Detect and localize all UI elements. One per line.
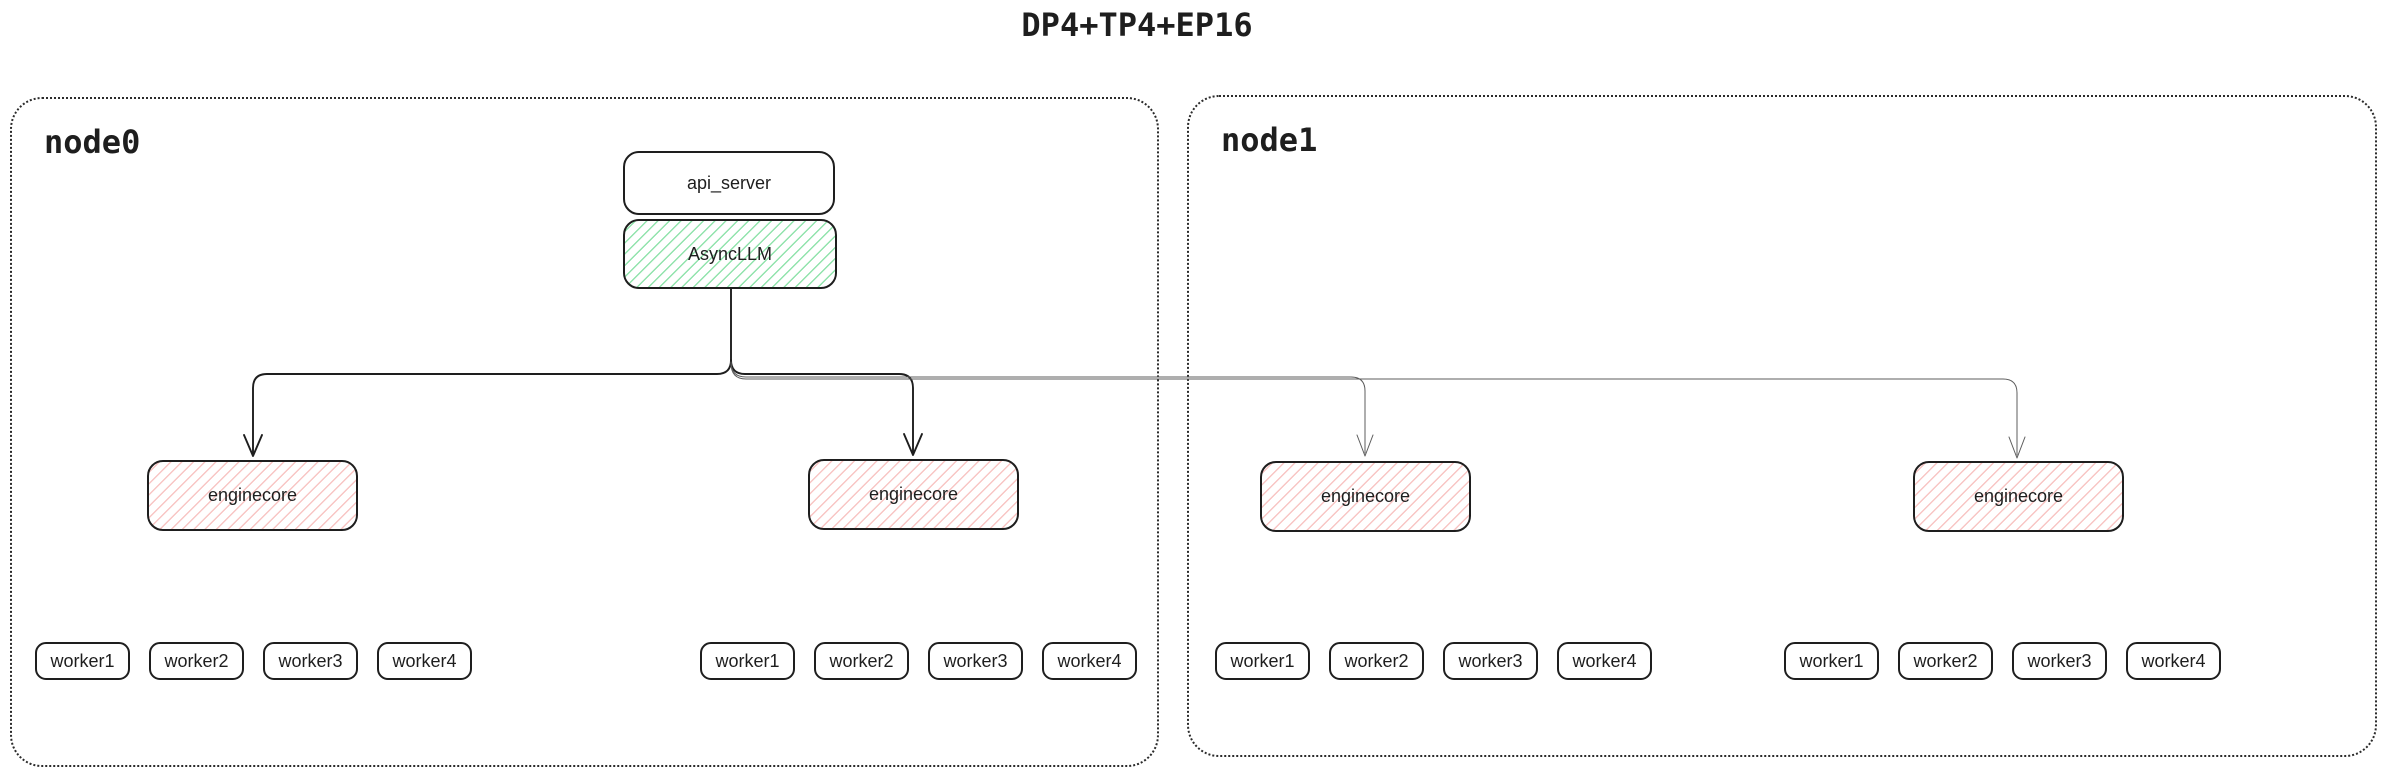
- worker-box: worker1: [1784, 642, 1879, 680]
- node0-enginecore1-box: enginecore: [147, 460, 358, 531]
- node1-enginecore1-box: enginecore: [1260, 461, 1471, 532]
- asyncllm-box: AsyncLLM: [623, 219, 837, 289]
- worker-box: worker4: [1557, 642, 1652, 680]
- enginecore-label: enginecore: [868, 484, 959, 504]
- worker-box: worker3: [1443, 642, 1538, 680]
- enginecore-label: enginecore: [1973, 486, 2064, 506]
- worker-box: worker4: [377, 642, 472, 680]
- node0-label: node0: [44, 123, 141, 161]
- worker-box: worker2: [149, 642, 244, 680]
- enginecore-label: enginecore: [1320, 486, 1411, 506]
- node0-enginecore1-workers: worker1 worker2 worker3 worker4: [35, 642, 472, 680]
- worker-box: worker2: [1329, 642, 1424, 680]
- worker-box: worker3: [928, 642, 1023, 680]
- node1-enginecore2-workers: worker1 worker2 worker3 worker4: [1784, 642, 2221, 680]
- enginecore-label: enginecore: [207, 485, 298, 505]
- api-server-label: api_server: [686, 172, 772, 193]
- node1-enginecore1-workers: worker1 worker2 worker3 worker4: [1215, 642, 1652, 680]
- worker-box: worker1: [1215, 642, 1310, 680]
- node1-enginecore2-box: enginecore: [1913, 461, 2124, 532]
- worker-box: worker1: [35, 642, 130, 680]
- diagram-title: DP4+TP4+EP16: [1021, 6, 1253, 44]
- api-server-box: api_server: [623, 151, 835, 215]
- worker-box: worker4: [2126, 642, 2221, 680]
- worker-box: worker1: [700, 642, 795, 680]
- asyncllm-label: AsyncLLM: [687, 243, 773, 264]
- worker-box: worker2: [1898, 642, 1993, 680]
- worker-box: worker2: [814, 642, 909, 680]
- node1-label: node1: [1221, 121, 1318, 159]
- worker-box: worker3: [2012, 642, 2107, 680]
- worker-box: worker3: [263, 642, 358, 680]
- node0-enginecore2-workers: worker1 worker2 worker3 worker4: [700, 642, 1137, 680]
- worker-box: worker4: [1042, 642, 1137, 680]
- node0-enginecore2-box: enginecore: [808, 459, 1019, 530]
